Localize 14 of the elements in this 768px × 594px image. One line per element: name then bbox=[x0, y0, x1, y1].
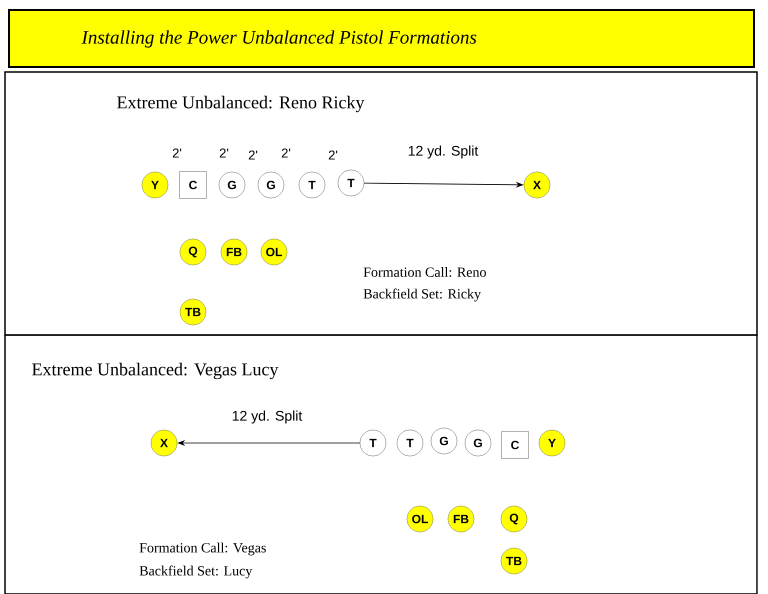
split-distance: 2' bbox=[282, 148, 290, 158]
edge-label: 12 yd. Split bbox=[232, 410, 302, 424]
split-distance: 2' bbox=[220, 148, 228, 158]
edge-label: 12 yd. Split bbox=[408, 145, 478, 159]
formation-note: Backfield Set: Lucy bbox=[140, 566, 252, 578]
formation-note: Backfield Set: Ricky bbox=[364, 288, 481, 302]
split-distance: 2' bbox=[248, 150, 258, 160]
center-square: C bbox=[179, 171, 207, 199]
split-distance: 2' bbox=[328, 150, 338, 160]
title-banner: Installing the Power Unbalanced Pistol Formations bbox=[8, 9, 755, 68]
formation-note: Formation Call: Reno bbox=[364, 267, 486, 277]
center-square: C bbox=[501, 431, 529, 459]
formation-note: Formation Call: Vegas bbox=[140, 542, 266, 556]
split-distance: 2' bbox=[172, 148, 182, 158]
